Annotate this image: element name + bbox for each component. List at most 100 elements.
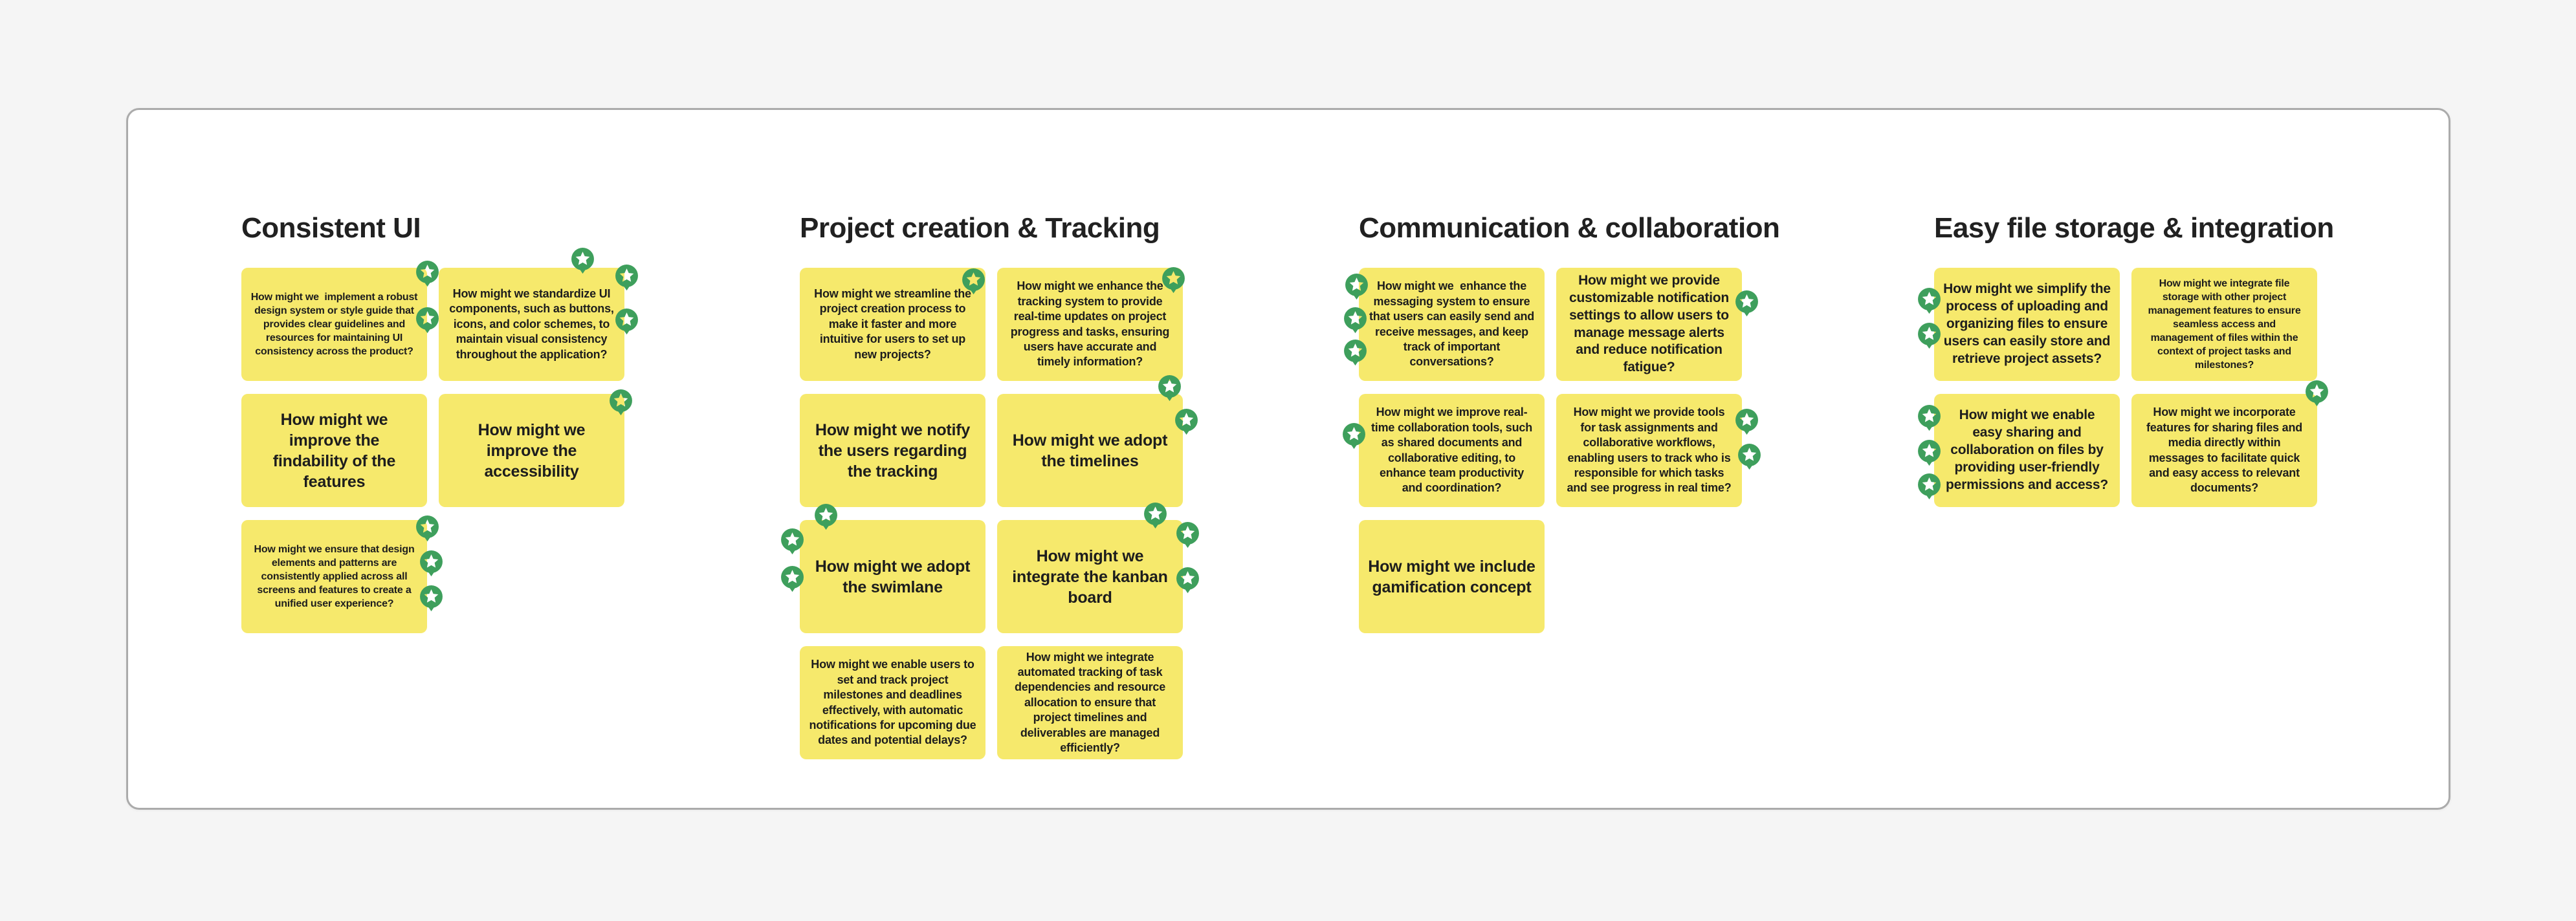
star-pin-graphic: [1917, 404, 1941, 431]
star-pin-graphic: [609, 389, 632, 415]
star-pin-graphic: [1917, 473, 1941, 499]
star-pin-graphic: [1737, 443, 1761, 470]
star-vote-icon[interactable]: [1176, 567, 1199, 594]
section-title: Communication & collaboration: [1359, 212, 1780, 244]
sticky-note[interactable]: How might we streamline the project crea…: [800, 268, 985, 381]
star-pin-graphic: [419, 585, 443, 611]
sticky-note-text: How might we improve real-time collabora…: [1371, 406, 1536, 495]
sticky-note[interactable]: How might we enable users to set and tra…: [800, 646, 985, 759]
star-vote-icon[interactable]: [814, 503, 837, 530]
star-pin-graphic: [1158, 374, 1181, 401]
star-vote-icon[interactable]: [1161, 266, 1185, 294]
sticky-note[interactable]: How might we provide tools for task assi…: [1556, 394, 1761, 507]
sticky-note[interactable]: How might we enhance the messaging syste…: [1343, 268, 1545, 381]
star-vote-icon[interactable]: [415, 260, 439, 287]
sticky-note-text: How might we enhance the messaging syste…: [1369, 279, 1537, 369]
sticky-note-text: How might we streamline the project crea…: [814, 287, 974, 361]
star-pin-graphic: [1342, 422, 1365, 449]
star-pin-graphic: [1343, 307, 1367, 333]
star-pin-graphic: [1174, 408, 1198, 435]
star-vote-icon[interactable]: [1174, 408, 1198, 435]
star-vote-icon[interactable]: [1343, 307, 1367, 334]
star-vote-icon[interactable]: [1343, 339, 1367, 366]
sticky-note[interactable]: How might we adopt the swimlane: [780, 503, 985, 633]
star-pin-graphic: [1345, 273, 1368, 299]
star-pin-graphic: [419, 550, 443, 576]
sticky-note[interactable]: How might we standardize UI components, …: [439, 247, 638, 381]
star-vote-icon[interactable]: [415, 307, 439, 334]
star-pin-graphic: [1917, 287, 1941, 314]
sticky-note[interactable]: How might we integrate automated trackin…: [997, 646, 1183, 759]
section-title: Easy file storage & integration: [1934, 212, 2334, 244]
star-vote-icon[interactable]: [609, 389, 632, 416]
sticky-note[interactable]: How might we provide customizable notifi…: [1556, 268, 1758, 381]
star-vote-icon[interactable]: [2305, 380, 2328, 407]
star-vote-icon[interactable]: [1143, 502, 1167, 529]
star-pin-graphic: [1176, 521, 1199, 548]
star-vote-icon[interactable]: [1345, 273, 1368, 300]
star-pin-graphic: [814, 503, 837, 530]
star-vote-icon[interactable]: [615, 308, 638, 335]
sticky-note-text: How might we notify the users regarding …: [815, 420, 974, 481]
sticky-note-text: How might we enable users to set and tra…: [809, 658, 980, 747]
sticky-note-text: How might we implement a robust design s…: [250, 291, 421, 358]
star-pin-graphic: [1343, 339, 1367, 365]
star-vote-icon[interactable]: [1917, 439, 1941, 466]
star-pin-graphic: [415, 515, 439, 541]
star-vote-icon[interactable]: [780, 565, 804, 592]
star-pin-graphic: [571, 247, 594, 274]
sticky-note[interactable]: How might we integrate file storage with…: [2131, 268, 2317, 381]
star-vote-icon[interactable]: [780, 528, 804, 555]
sticky-note-text: How might we improve the accessibility: [478, 420, 590, 481]
sticky-note-text: How might we adopt the timelines: [1012, 431, 1172, 470]
star-vote-icon[interactable]: [415, 515, 439, 542]
sticky-note[interactable]: How might we improve the findability of …: [241, 394, 427, 507]
sticky-note-text: How might we enhance the tracking system…: [1010, 279, 1173, 369]
star-vote-icon[interactable]: [962, 268, 985, 295]
star-vote-icon[interactable]: [419, 585, 443, 612]
sticky-note-text: How might we enable easy sharing and col…: [1945, 407, 2109, 492]
star-vote-icon[interactable]: [419, 550, 443, 577]
sticky-note[interactable]: How might we notify the users regarding …: [800, 394, 985, 507]
star-pin-graphic: [2305, 380, 2328, 406]
star-vote-icon[interactable]: [1735, 408, 1758, 435]
star-pin-graphic: [415, 307, 439, 333]
star-pin-graphic: [1143, 502, 1167, 528]
star-vote-icon[interactable]: [1917, 287, 1941, 314]
sticky-note[interactable]: How might we adopt the timelines: [997, 374, 1198, 507]
sticky-note-text: How might we include gamification concep…: [1368, 557, 1540, 596]
sticky-note[interactable]: How might we ensure that design elements…: [241, 515, 443, 633]
sticky-note[interactable]: How might we integrate the kanban board: [997, 502, 1199, 633]
star-vote-icon[interactable]: [615, 264, 638, 291]
sticky-note[interactable]: How might we incorporate features for sh…: [2131, 380, 2328, 507]
section-title: Consistent UI: [241, 212, 421, 244]
star-pin-graphic: [962, 268, 985, 294]
star-vote-icon[interactable]: [1176, 521, 1199, 548]
star-vote-icon[interactable]: [1917, 473, 1941, 500]
sticky-note[interactable]: How might we simplify the process of upl…: [1917, 268, 2120, 381]
sticky-note-text: How might we ensure that design elements…: [254, 543, 417, 610]
star-pin-graphic: [780, 565, 804, 592]
sticky-note[interactable]: How might we improve real-time collabora…: [1342, 394, 1545, 507]
star-pin-graphic: [780, 528, 804, 554]
sticky-note[interactable]: How might we enhance the tracking system…: [997, 266, 1185, 381]
star-vote-icon[interactable]: [1158, 374, 1181, 402]
star-vote-icon[interactable]: [1737, 443, 1761, 470]
star-vote-icon[interactable]: [1735, 290, 1758, 317]
star-pin-graphic: [615, 264, 638, 290]
star-vote-icon[interactable]: [1917, 404, 1941, 431]
sticky-note[interactable]: How might we implement a robust design s…: [241, 260, 439, 381]
sticky-note[interactable]: How might we enable easy sharing and col…: [1917, 394, 2120, 507]
star-vote-icon[interactable]: [1917, 322, 1941, 349]
sticky-note-text: How might we provide tools for task assi…: [1567, 406, 1734, 495]
star-vote-icon[interactable]: [1342, 422, 1365, 450]
star-vote-icon[interactable]: [571, 247, 594, 274]
sticky-note-text: How might we simplify the process of upl…: [1943, 281, 2115, 366]
sticky-note[interactable]: How might we include gamification concep…: [1359, 520, 1545, 633]
sticky-note-text: How might we adopt the swimlane: [815, 557, 974, 596]
sticky-note[interactable]: How might we improve the accessibility: [439, 389, 632, 507]
sticky-note-text: How might we improve the findability of …: [272, 410, 400, 491]
star-pin-graphic: [1917, 322, 1941, 349]
sticky-note-text: How might we standardize UI components, …: [449, 287, 617, 361]
